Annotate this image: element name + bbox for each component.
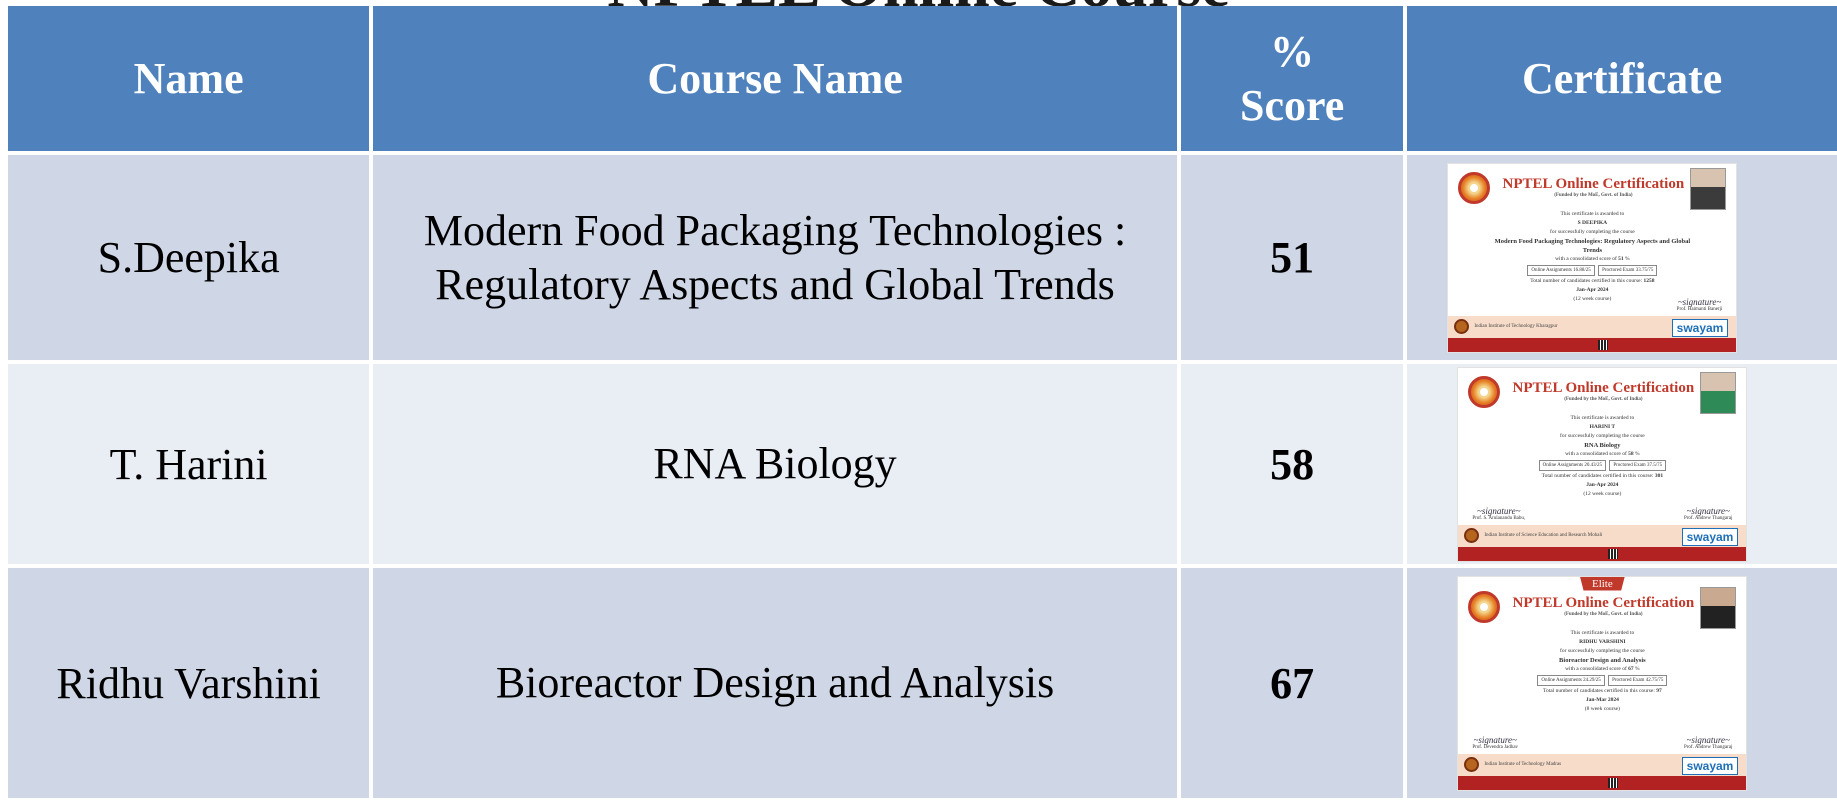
student-name: T. Harini — [8, 364, 370, 564]
certificate-cell: Elite NPTEL Online Certification (Funded… — [1407, 568, 1837, 798]
header-certificate: Certificate — [1407, 6, 1837, 151]
qr-code-icon — [1598, 339, 1609, 350]
certificate-body: This certificate is awarded to HARINI T … — [1498, 414, 1706, 499]
swayam-logo: swayam — [1671, 318, 1729, 337]
header-score: % Score — [1180, 6, 1404, 151]
certificate-image[interactable]: NPTEL Online Certification (Funded by th… — [1457, 366, 1748, 562]
certificate-heading: NPTEL Online Certification (Funded by th… — [1512, 594, 1695, 617]
footer-bar — [1458, 546, 1747, 561]
signatory: ~signature~ Prof. Andrew Thangaraj — [1683, 734, 1733, 750]
signatory: ~signature~ Prof. Andrew Thangaraj — [1683, 505, 1733, 521]
certificate-body: This certificate is awarded to RIDHU VAR… — [1498, 629, 1706, 714]
institute-logo-icon — [1464, 527, 1480, 543]
nptel-seal-icon — [1468, 375, 1501, 408]
footer-bar — [1458, 775, 1747, 790]
student-name: S.Deepika — [8, 155, 370, 360]
nptel-seal-icon — [1458, 171, 1491, 204]
signatory-left: ~signature~ Prof. Devendra Jadhav — [1472, 734, 1519, 750]
score: 67 — [1180, 568, 1404, 798]
certificate-cell: NPTEL Online Certification (Funded by th… — [1407, 364, 1837, 564]
course-name-line: Bioreactor Design and Analysis — [495, 658, 1055, 707]
certificate-heading: NPTEL Online Certification (Funded by th… — [1502, 175, 1685, 198]
student-photo — [1700, 371, 1737, 414]
student-photo — [1690, 167, 1727, 210]
certificate-cell: NPTEL Online Certification (Funded by th… — [1407, 155, 1837, 360]
qr-code-icon — [1608, 777, 1619, 788]
swayam-logo: swayam — [1681, 527, 1739, 546]
table-row: Ridhu Varshini Bioreactor Design and Ana… — [8, 568, 1837, 798]
certificate-image[interactable]: Elite NPTEL Online Certification (Funded… — [1457, 575, 1748, 791]
course-name: Modern Food Packaging Technologies : Reg… — [373, 155, 1177, 360]
footer-bar — [1448, 337, 1737, 352]
institute-band: Indian Institute of Technology Kharagpur… — [1448, 315, 1737, 338]
signatory: ~signature~ Prof. Haimanti Banerji — [1676, 296, 1723, 312]
header-score-line2: Score — [1239, 80, 1345, 130]
table-row: T. Harini RNA Biology 58 NPTEL Online Ce… — [8, 364, 1837, 564]
qr-code-icon — [1608, 548, 1619, 559]
course-name-line: Regulatory Aspects and Global Trends — [435, 259, 1115, 309]
student-name: Ridhu Varshini — [8, 568, 370, 798]
course-name-line: RNA Biology — [653, 439, 897, 488]
header-course: Course Name — [373, 6, 1177, 151]
table-row: S.Deepika Modern Food Packaging Technolo… — [8, 155, 1837, 360]
institute-band: Indian Institute of Science Education an… — [1458, 524, 1747, 547]
certificate-image[interactable]: NPTEL Online Certification (Funded by th… — [1447, 162, 1738, 353]
certificate-body: This certificate is awarded to S DEEPIKA… — [1494, 210, 1691, 302]
institute-logo-icon — [1454, 318, 1470, 334]
signatory-left: ~signature~ Prof. S. Arulanandu Babu, — [1472, 505, 1526, 521]
student-photo — [1700, 586, 1737, 629]
course-name: Bioreactor Design and Analysis — [373, 568, 1177, 798]
score: 51 — [1180, 155, 1404, 360]
nptel-seal-icon — [1468, 590, 1501, 623]
institute-band: Indian Institute of Technology Madras sw… — [1458, 753, 1747, 776]
header-name: Name — [8, 6, 370, 151]
elite-badge: Elite — [1579, 576, 1625, 591]
header-row: Name Course Name % Score Certificate — [8, 6, 1837, 151]
swayam-logo: swayam — [1681, 756, 1739, 775]
institute-logo-icon — [1464, 756, 1480, 772]
course-name-line: Modern Food Packaging Technologies : — [423, 205, 1127, 255]
score: 58 — [1180, 364, 1404, 564]
course-name: RNA Biology — [373, 364, 1177, 564]
certificate-heading: NPTEL Online Certification (Funded by th… — [1512, 379, 1695, 402]
header-score-line1: % — [1270, 26, 1315, 76]
certificate-table: Name Course Name % Score Certificate S.D… — [4, 2, 1837, 802]
